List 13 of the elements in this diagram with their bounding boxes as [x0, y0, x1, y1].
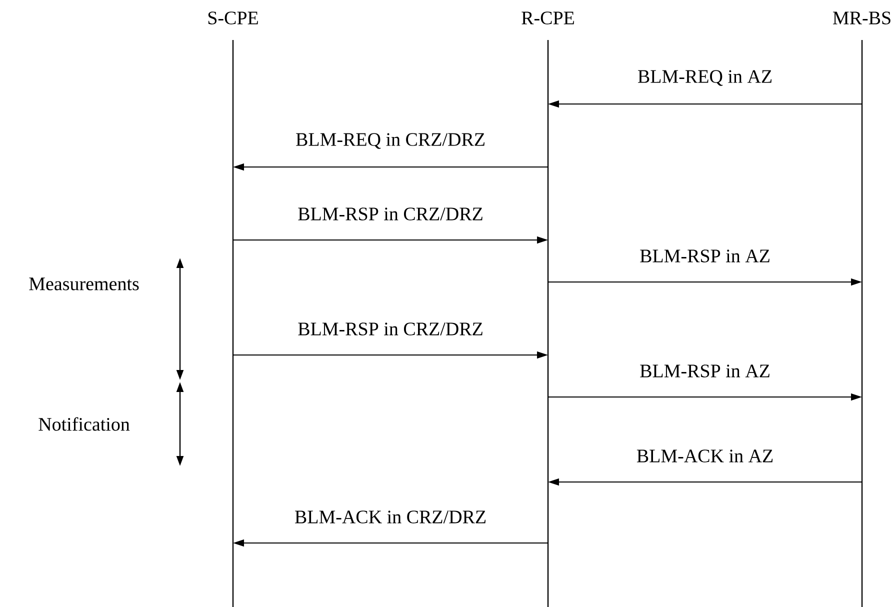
edge-label: BLM-RSP in AZ [640, 250, 770, 262]
edge-label: BLM-ACK in AZ [636, 450, 773, 462]
edge-label: BLM-ACK in CRZ/DRZ [295, 510, 486, 524]
participant-label: R-CPE [522, 12, 574, 24]
phase-label: Notification [38, 417, 130, 431]
edge-label: BLM-RSP in CRZ/DRZ [298, 208, 482, 220]
participant-label: MR-BS [832, 12, 890, 24]
participant-label: S-CPE [208, 12, 258, 24]
phase-label: Measurements [29, 278, 139, 290]
edge-label: BLM-RSP in CRZ/DRZ [298, 322, 482, 336]
edge-label: BLM-RSP in AZ [640, 364, 770, 378]
edge-label: BLM-REQ in AZ [638, 70, 772, 86]
edge-label: BLM-REQ in CRZ/DRZ [296, 133, 484, 149]
